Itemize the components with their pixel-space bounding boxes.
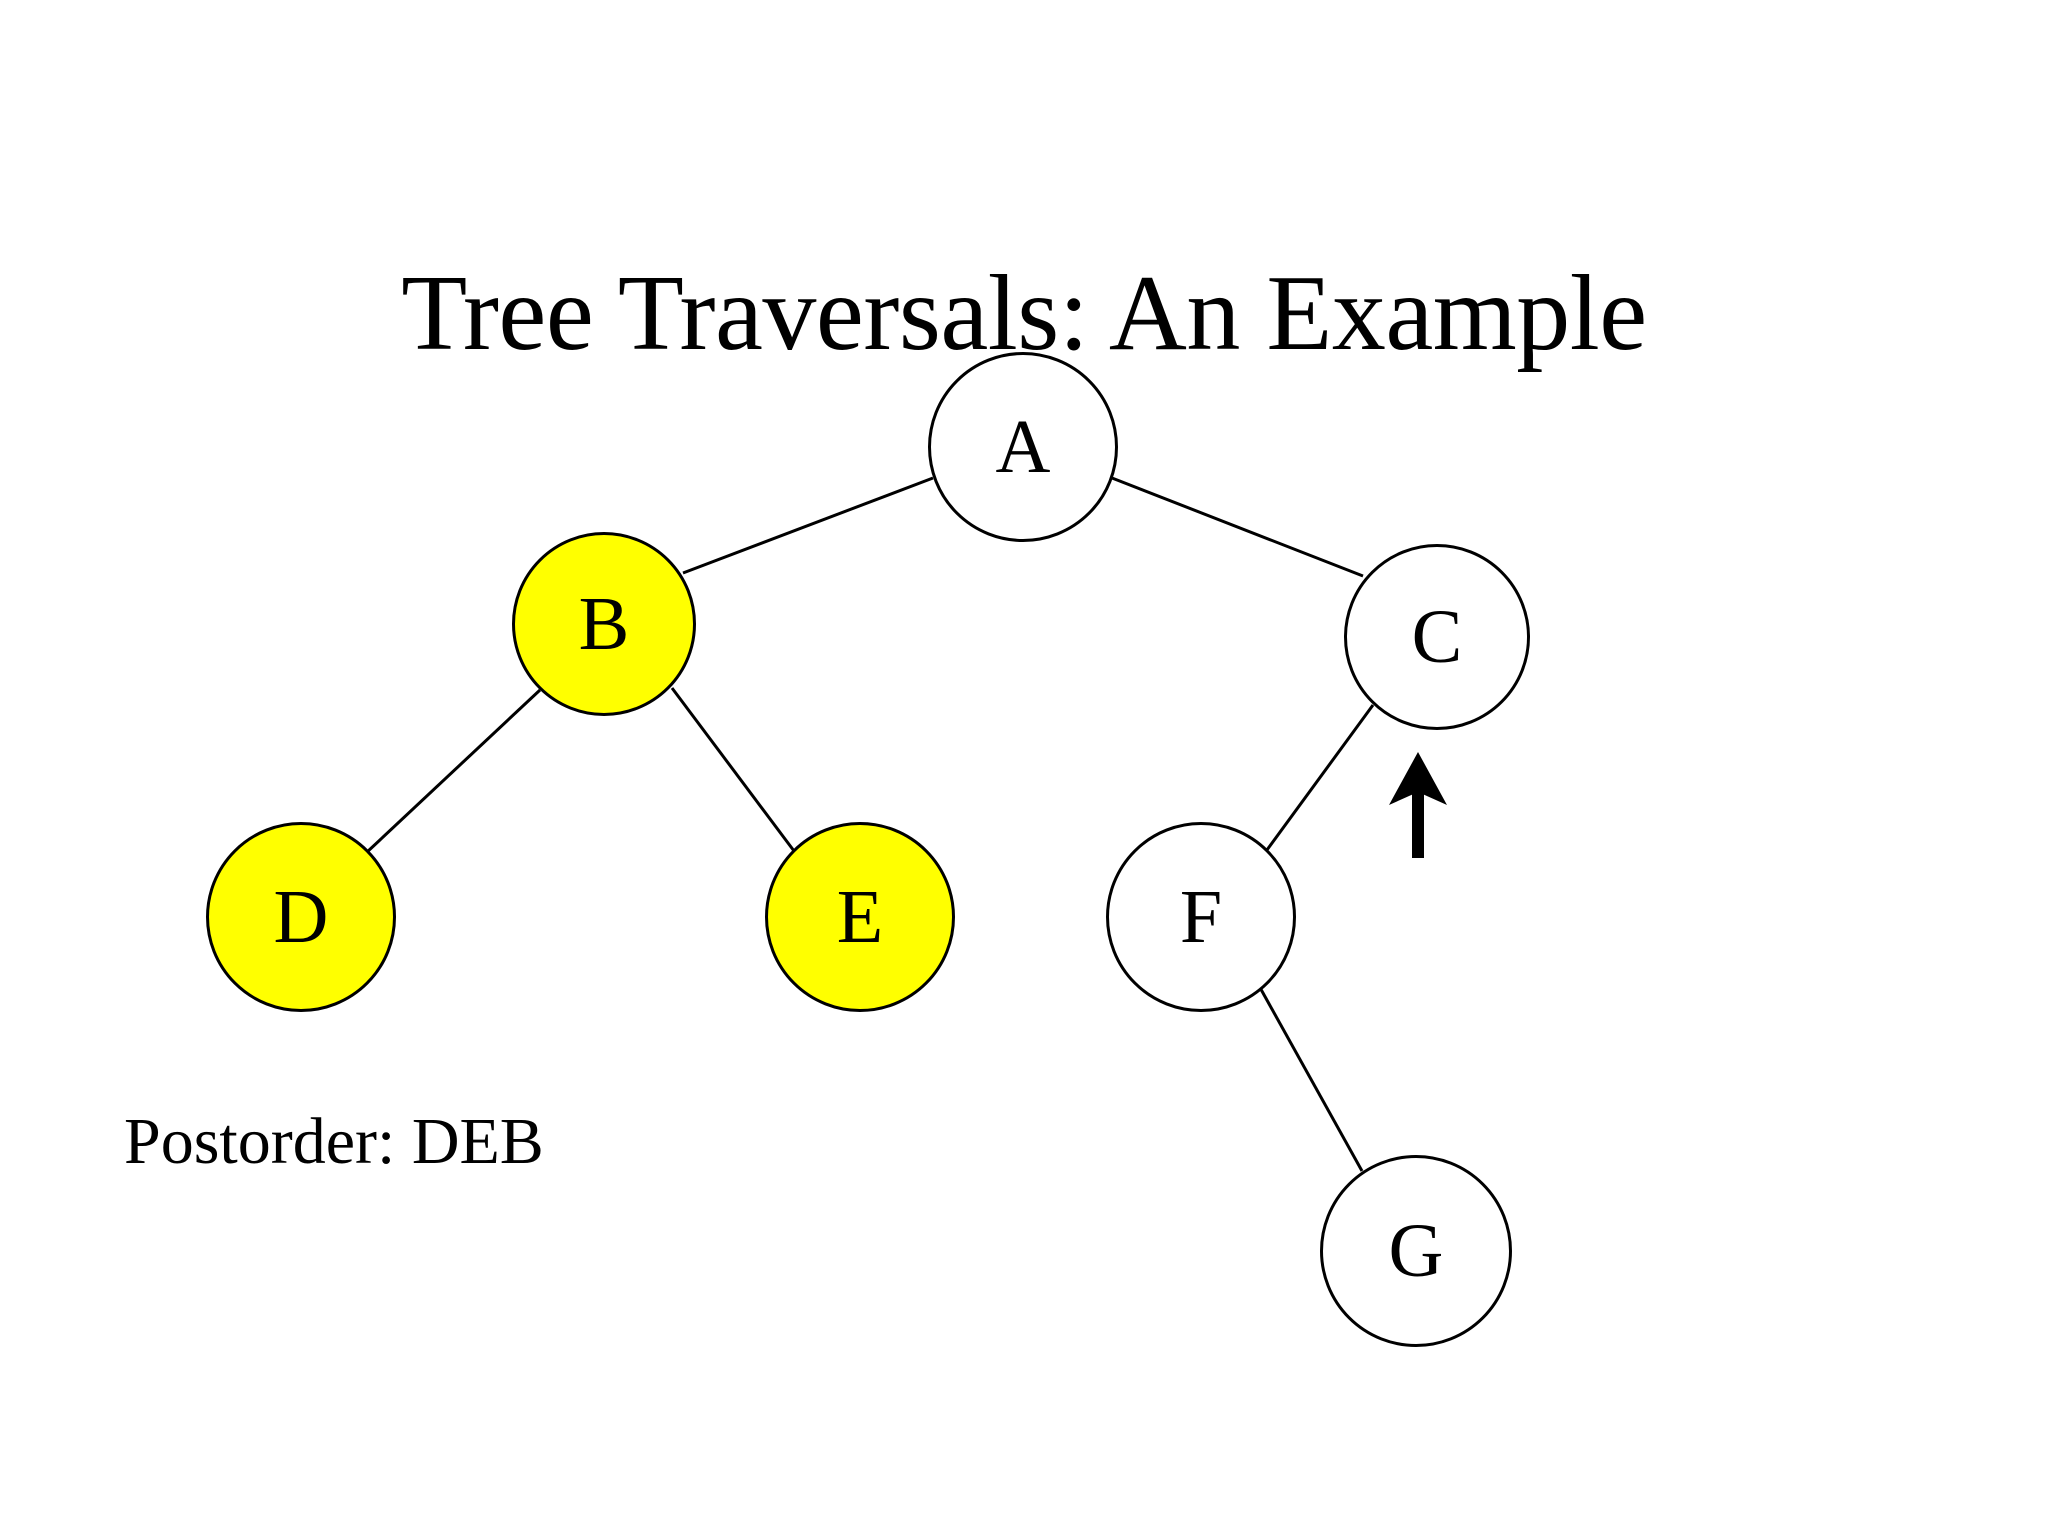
tree-node-label: D bbox=[273, 875, 329, 959]
edge-b-d bbox=[364, 688, 542, 855]
tree-node-label: A bbox=[995, 405, 1051, 489]
tree-edges bbox=[364, 476, 1375, 1172]
edge-f-g bbox=[1251, 974, 1364, 1172]
tree-node-d[interactable]: D bbox=[206, 822, 396, 1012]
postorder-caption: Postorder: DEB bbox=[124, 1105, 544, 1178]
arrow-head bbox=[1389, 752, 1447, 805]
tree-node-label: G bbox=[1388, 1209, 1444, 1293]
page-title: Tree Traversals: An Example bbox=[401, 254, 1647, 374]
tree-node-c[interactable]: C bbox=[1344, 544, 1530, 730]
tree-node-b[interactable]: B bbox=[512, 532, 696, 716]
edge-a-c bbox=[1111, 476, 1364, 578]
tree-node-a[interactable]: A bbox=[928, 352, 1118, 542]
tree-node-e[interactable]: E bbox=[765, 822, 955, 1012]
current-node-arrow-icon bbox=[1389, 752, 1447, 858]
tree-node-label: E bbox=[836, 875, 884, 959]
edge-c-f bbox=[1262, 704, 1375, 855]
tree-node-label: B bbox=[578, 582, 630, 666]
tree-node-g[interactable]: G bbox=[1320, 1155, 1512, 1347]
tree-node-f[interactable]: F bbox=[1106, 822, 1296, 1012]
tree-node-label: C bbox=[1411, 595, 1463, 679]
tree-node-label: F bbox=[1179, 875, 1223, 959]
edge-a-b bbox=[682, 476, 934, 575]
edge-b-e bbox=[670, 687, 799, 856]
